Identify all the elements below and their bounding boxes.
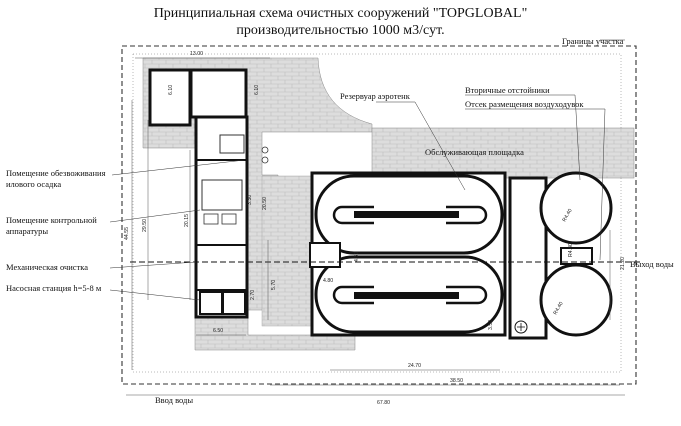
control-cabinet xyxy=(221,213,237,225)
dim-4-30: 4.30 xyxy=(354,252,360,262)
control-room-label-2: аппаратуры xyxy=(6,226,48,236)
secondary-clarifiers-label: Вторичные отстойники xyxy=(465,85,550,95)
distribution-chamber xyxy=(309,242,341,268)
service-area-label: Обслуживающая площадка xyxy=(425,147,524,157)
diagram-title: Принципиальная схема очистных сооружений… xyxy=(153,6,528,21)
pump-chamber xyxy=(222,291,246,315)
secondary-clarifier-2 xyxy=(539,263,613,337)
aerotank-label: Резервуар аэротенк xyxy=(340,91,411,101)
water-inlet-label: Ввод воды xyxy=(155,395,193,405)
dim-5-70: 5.70 xyxy=(271,280,277,290)
dimension-lines xyxy=(126,57,625,396)
dim-3-50: 3.50 xyxy=(488,320,494,330)
sludge-dewatering-label-2: илового осадка xyxy=(6,179,61,189)
secondary-clarifier-1 xyxy=(539,171,613,245)
dim-r4-40: R4.40 xyxy=(568,243,574,257)
dim-44-55: 44.55 xyxy=(124,227,130,240)
dim-6-10: 6.10 xyxy=(168,85,174,95)
dim-21-20: 21.20 xyxy=(620,257,626,270)
diagram-subtitle: производительностью 1000 м3/сут. xyxy=(236,23,445,38)
utility-room xyxy=(189,68,248,119)
pump-symbol-mark xyxy=(517,323,525,331)
aeration-loop xyxy=(446,205,488,225)
inner-site-line xyxy=(132,53,622,373)
control-room-label: Помещение контрольной xyxy=(6,215,97,225)
dewatering-equipment xyxy=(219,134,245,154)
dim-2-70: 2.70 xyxy=(250,290,256,300)
clarifier-connector xyxy=(560,247,593,265)
pump-station xyxy=(199,291,223,315)
dim-29-50: 29.50 xyxy=(142,219,148,232)
dim-4-80: 4.80 xyxy=(323,278,333,284)
aeration-grid xyxy=(354,292,459,299)
valve-symbol xyxy=(261,156,269,164)
dim-20-15: 20.15 xyxy=(184,214,190,227)
blower-room-label: Отсек размещения воздуходувок xyxy=(465,99,584,109)
dim-24-70: 24.70 xyxy=(408,363,421,369)
pump-symbol xyxy=(514,320,528,334)
dim-3-30: 3.30 xyxy=(247,195,253,205)
control-equipment xyxy=(201,179,243,211)
site-boundary-label: Границы участка xyxy=(562,36,624,46)
mechanical-treatment-label: Механическая очистка xyxy=(6,262,88,272)
dim-6-50: 6.50 xyxy=(213,328,223,334)
dim-67-80: 67.80 xyxy=(377,400,390,406)
valve-symbol xyxy=(261,146,269,154)
dim-13-00: 13.00 xyxy=(190,51,203,57)
aeration-loop xyxy=(332,205,374,225)
water-outlet-label: Выход воды xyxy=(630,259,674,269)
dim-38-50: 38.50 xyxy=(450,378,463,384)
dim-6-10: 6.10 xyxy=(254,85,260,95)
aeration-loop xyxy=(332,285,374,305)
pump-station-label: Насосная станция h=5-8 м xyxy=(6,283,102,293)
site-boundary xyxy=(121,45,637,385)
aeration-loop xyxy=(446,285,488,305)
aeration-grid xyxy=(354,211,459,218)
annotation-leaders xyxy=(109,39,625,301)
dim-20-50: 20.50 xyxy=(262,197,268,210)
service-platform-paving xyxy=(371,127,635,179)
sludge-dewatering-label: Помещение обезвоживания xyxy=(6,168,106,178)
control-cabinet xyxy=(203,213,219,225)
storage-room xyxy=(148,68,192,127)
